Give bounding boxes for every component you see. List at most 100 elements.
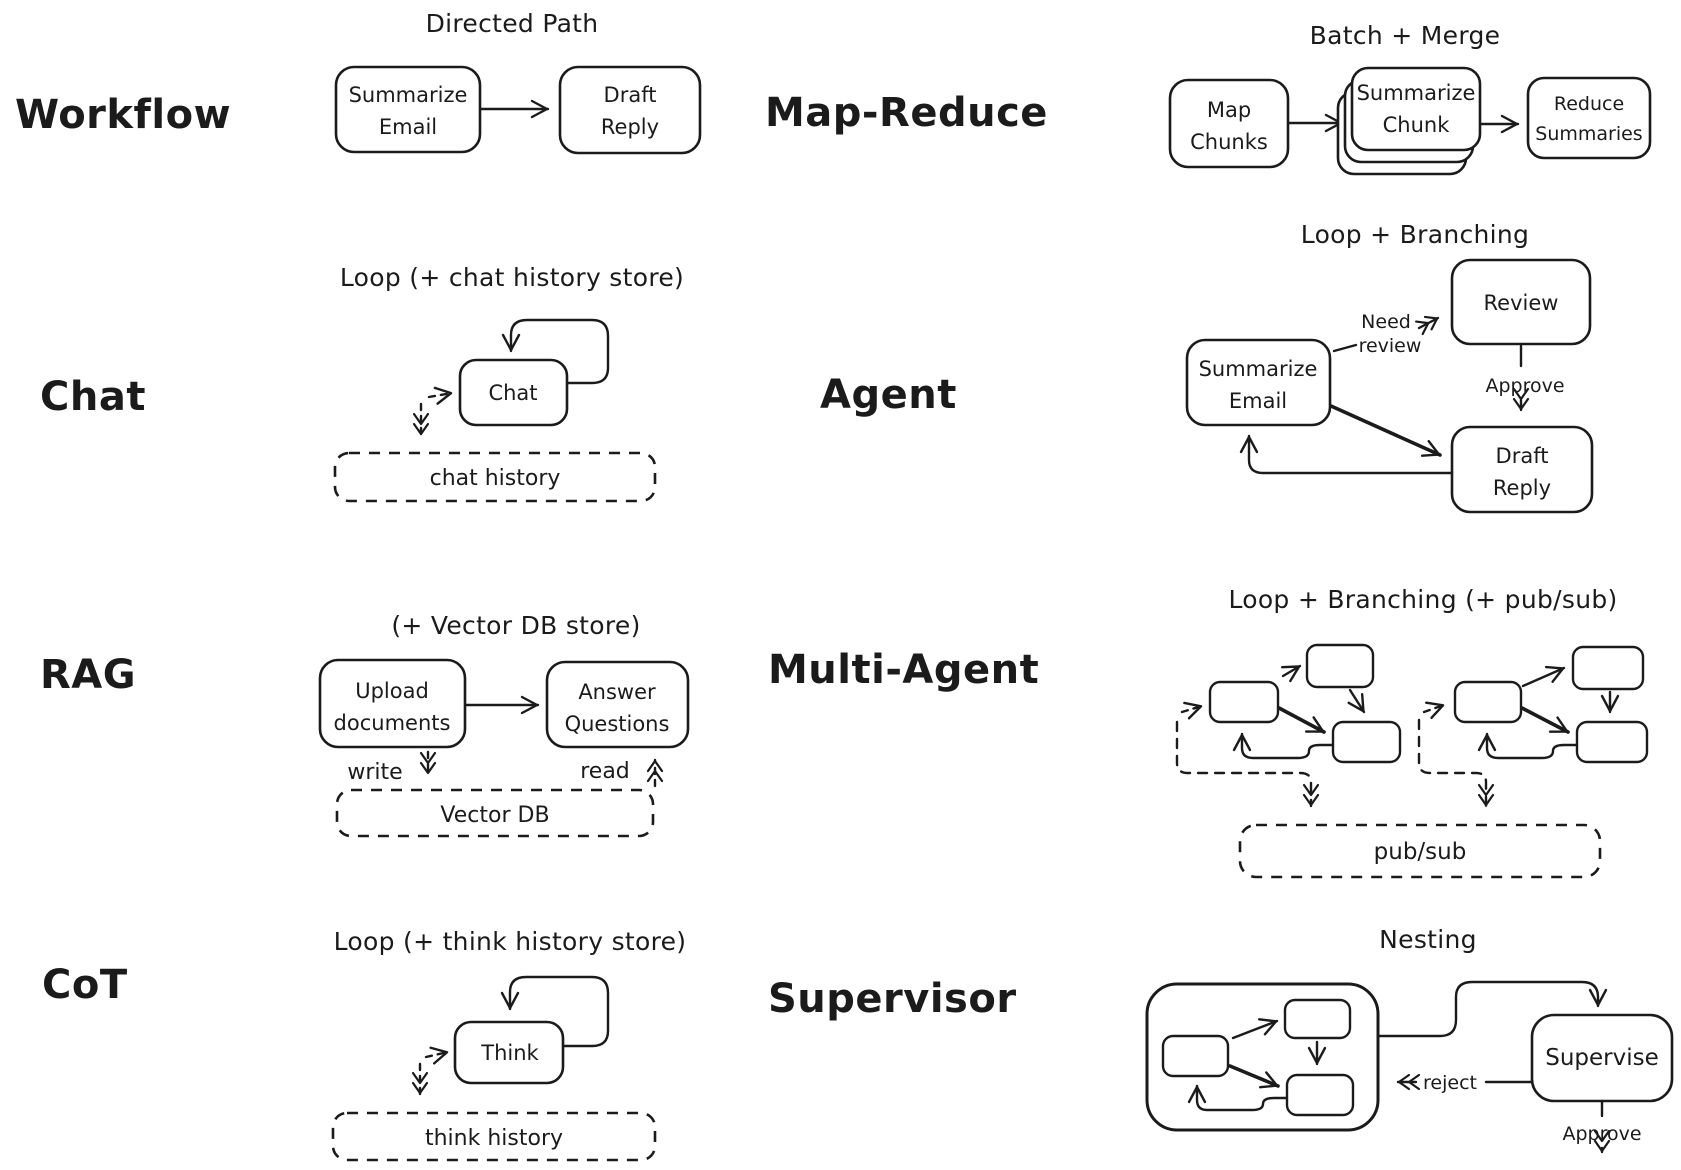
cluster1-bottom-node xyxy=(1331,720,1402,764)
container-to-supervise-arrow xyxy=(1376,980,1608,1038)
chat-title: Loop (+ chat history store) xyxy=(340,263,684,292)
draft-to-summarize-loop-arrow xyxy=(1239,434,1454,475)
cluster1-top-to-bottom-arrow xyxy=(1347,688,1366,714)
workflow-section: Workflow Directed Path Summarize Email D… xyxy=(15,9,702,155)
agent-cluster-1 xyxy=(1175,643,1402,808)
vector-db-store-label: Vector DB xyxy=(440,803,549,828)
pubsub-store-label: pub/sub xyxy=(1374,839,1467,865)
approve-edge-label: Approve xyxy=(1562,1123,1641,1145)
chat-label: Chat xyxy=(40,374,146,420)
cluster2-left-to-top-arrow xyxy=(1521,665,1566,688)
supervisor-section: Supervisor Nesting Supervise reject Appr… xyxy=(768,925,1674,1154)
upload-documents-node-label-line2: documents xyxy=(334,711,451,735)
think-node-label: Think xyxy=(480,1041,539,1065)
summarize-chunk-node-label-line1: Summarize xyxy=(1357,81,1476,105)
answer-questions-node-label-line2: Questions xyxy=(565,712,670,736)
chat-section: Chat Loop (+ chat history store) Chat ch… xyxy=(40,263,684,503)
cluster2-pubsub-in-arrow xyxy=(1422,701,1446,720)
agent-label: Agent xyxy=(820,372,957,418)
workflow-label: Workflow xyxy=(15,92,231,138)
reduce-summaries-node-label-line1: Reduce xyxy=(1554,93,1624,115)
think-node xyxy=(453,1020,565,1085)
need-review-edge-label-line2: review xyxy=(1359,335,1422,357)
nested-workflow-container xyxy=(1145,982,1380,1132)
cluster1-loop-back-arrow xyxy=(1232,732,1335,760)
rag-label: RAG xyxy=(40,652,136,698)
summarize-email-node-label-line2: Email xyxy=(1229,389,1287,413)
summarize-chunk-node-label-line2: Chunk xyxy=(1383,113,1451,137)
review-node xyxy=(1450,258,1592,346)
nested-left-to-bottom-arrow xyxy=(1228,1064,1280,1089)
self-loop-arrow xyxy=(501,318,610,385)
summarize-email-node xyxy=(1185,338,1332,427)
answer-questions-node xyxy=(545,660,690,749)
think-history-store xyxy=(331,1111,657,1162)
answer-questions-node-label-line1: Answer xyxy=(578,680,656,704)
summarize-email-node-label-line1: Summarize xyxy=(349,83,468,107)
cot-label: CoT xyxy=(42,962,128,1008)
draft-reply-node-label-line2: Reply xyxy=(1493,476,1551,500)
map-chunks-node-label-line2: Chunks xyxy=(1190,130,1268,154)
summarize-email-node-label-line1: Summarize xyxy=(1199,357,1318,381)
cluster1-left-to-bottom-arrow xyxy=(1277,706,1326,734)
nested-bottom-node xyxy=(1285,1073,1355,1117)
summarize-email-node-label-line2: Email xyxy=(379,115,437,139)
agent-section: Agent Loop + Branching Review Summarize … xyxy=(820,220,1594,514)
read-edge-label: read xyxy=(580,759,630,784)
draft-reply-node-label-line1: Draft xyxy=(1496,444,1549,468)
need-review-edge-label-line1: Need xyxy=(1361,311,1411,333)
nested-left-node xyxy=(1161,1034,1230,1078)
multi-agent-label: Multi-Agent xyxy=(768,647,1039,693)
agent-title: Loop + Branching xyxy=(1301,220,1529,249)
reduce-summaries-node xyxy=(1526,76,1652,160)
cluster2-left-to-bottom-arrow xyxy=(1520,706,1570,734)
write-edge-label: write xyxy=(347,760,402,785)
agent-cluster-2 xyxy=(1417,645,1649,808)
cot-title: Loop (+ think history store) xyxy=(334,927,687,956)
draft-reply-node-label-line1: Draft xyxy=(604,83,657,107)
chat-history-store xyxy=(333,451,657,503)
upload-documents-node-label-line1: Upload xyxy=(355,679,429,703)
multi-agent-title: Loop + Branching (+ pub/sub) xyxy=(1228,585,1617,614)
reduce-summaries-node-label-line2: Summaries xyxy=(1535,123,1642,145)
nested-loop-back-arrow xyxy=(1187,1084,1289,1112)
summarize-to-draft-arrow xyxy=(1329,404,1442,457)
approve-edge-label: Approve xyxy=(1485,375,1564,397)
cluster1-pubsub-in-arrow xyxy=(1180,701,1204,720)
reject-edge-label: reject xyxy=(1423,1072,1477,1094)
think-history-store-label: think history xyxy=(425,1126,563,1151)
map-reduce-title: Batch + Merge xyxy=(1310,21,1501,50)
pubsub-store xyxy=(1238,823,1602,879)
cluster1-left-to-top-arrow xyxy=(1280,664,1302,683)
draft-reply-node xyxy=(558,65,702,155)
draft-reply-node xyxy=(1450,425,1594,514)
vector-db-store xyxy=(335,788,655,838)
cluster2-bottom-node xyxy=(1575,720,1649,764)
summarize-chunk-node xyxy=(1350,66,1482,152)
cluster2-pubsub-out-arrow xyxy=(1417,718,1495,808)
rag-section: RAG (+ Vector DB store) Upload documents… xyxy=(40,611,690,838)
store-read-arrow xyxy=(427,386,454,405)
summarize-email-node xyxy=(334,65,482,154)
need-review-arrow xyxy=(1415,315,1440,336)
rag-title: (+ Vector DB store) xyxy=(391,611,640,640)
need-review-edge-tail xyxy=(1332,343,1358,353)
draft-reply-node-label-line2: Reply xyxy=(601,115,659,139)
multi-agent-section: Multi-Agent Loop + Branching (+ pub/sub) xyxy=(768,585,1649,879)
nested-top-node xyxy=(1283,998,1352,1040)
upload-documents-node xyxy=(318,658,467,749)
supervisor-label: Supervisor xyxy=(768,976,1017,1022)
chat-node xyxy=(458,358,569,427)
chat-node-label: Chat xyxy=(488,381,537,405)
chat-history-store-label: chat history xyxy=(430,466,561,491)
cluster1-left-node xyxy=(1208,680,1280,724)
self-loop-arrow xyxy=(500,975,610,1048)
review-node-label: Review xyxy=(1484,291,1559,315)
map-reduce-section: Map-Reduce Batch + Merge Map Chunks Summ… xyxy=(765,21,1652,176)
cluster2-top-node xyxy=(1571,645,1645,691)
cluster2-loop-back-arrow xyxy=(1477,732,1579,760)
supervisor-title: Nesting xyxy=(1379,925,1477,954)
cluster2-left-node xyxy=(1453,680,1523,724)
